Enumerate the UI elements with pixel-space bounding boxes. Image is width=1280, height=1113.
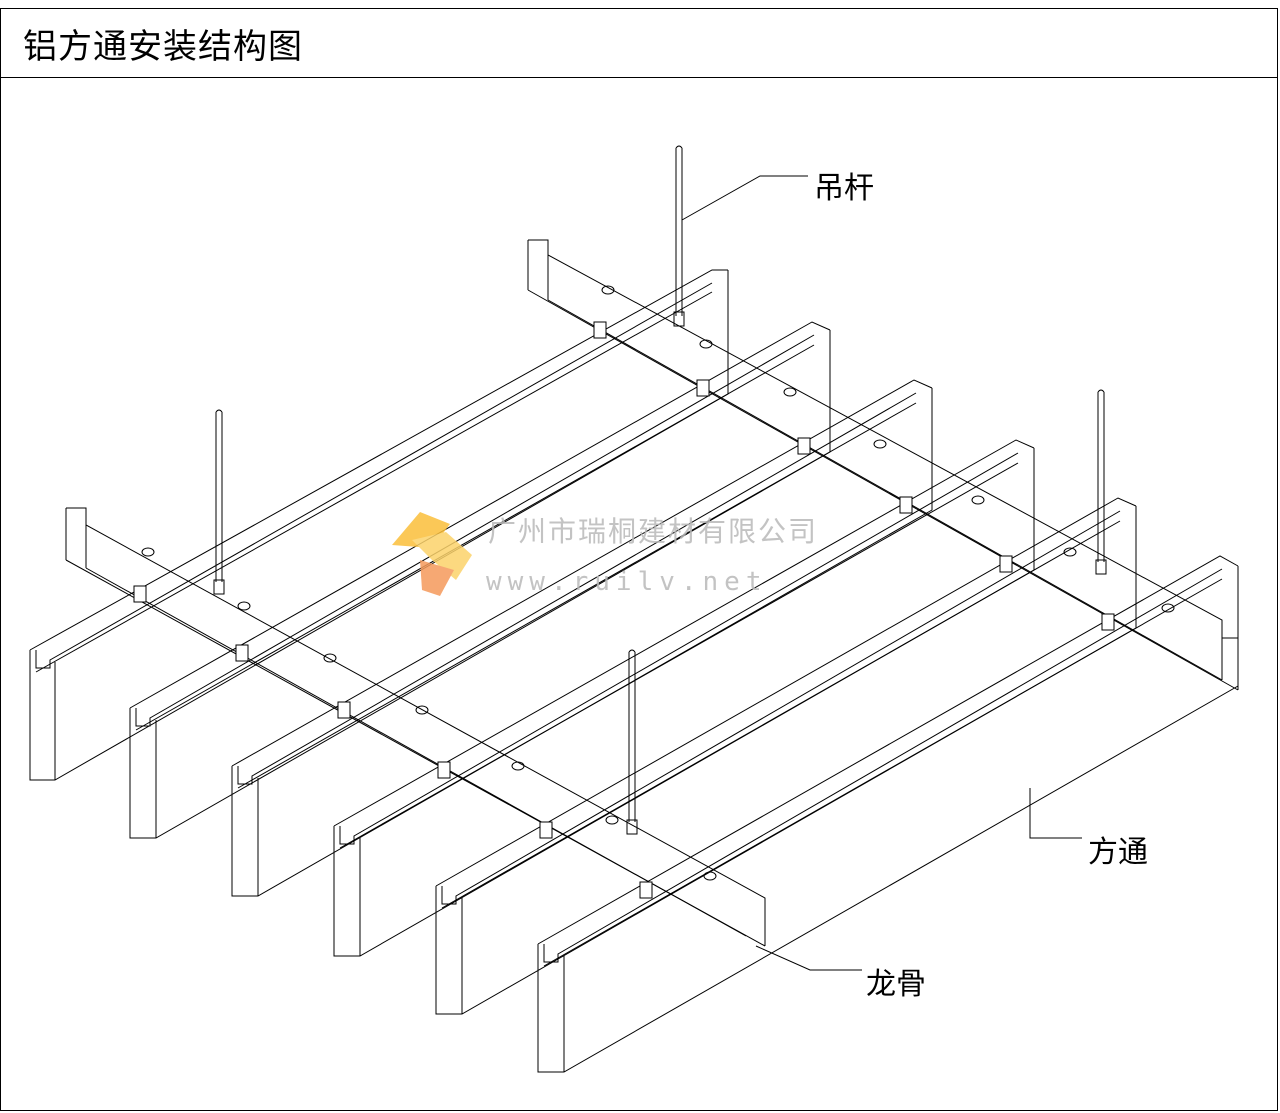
watermark-company: 广州市瑞桐建材有限公司 [488, 515, 818, 548]
tube-5 [435, 497, 1137, 1015]
tube-3 [231, 379, 933, 897]
keel-label: 龙骨 [866, 967, 926, 1002]
keel-back [527, 239, 1239, 691]
rod-leader [681, 175, 808, 221]
hanger-rod-1 [673, 145, 685, 327]
drawing-frame: 铝方通安装结构图 [0, 8, 1278, 1111]
tube-label: 方通 [1088, 835, 1148, 870]
tube-2 [129, 321, 831, 839]
rod-label: 吊杆 [814, 171, 874, 206]
square-tubes [29, 269, 1239, 1073]
keel-front-holes [141, 547, 717, 881]
keel-back-holes [601, 285, 1175, 613]
page-title: 铝方通安装结构图 [23, 27, 303, 67]
tube-leader [1029, 788, 1082, 839]
watermark-url: www.ruilv.net [486, 567, 768, 597]
hanger-rod-2 [213, 409, 225, 595]
tube-1 [29, 269, 729, 781]
hanger-rods [213, 145, 1107, 835]
title-bar: 铝方通安装结构图 [1, 9, 1277, 78]
tube-6 [537, 555, 1239, 1073]
hanger-rod-4 [626, 649, 638, 835]
bolts [133, 321, 1115, 899]
tube-4 [333, 439, 1035, 957]
watermark: 广州市瑞桐建材有限公司 www.ruilv.net [392, 512, 818, 597]
hanger-rod-3 [1095, 389, 1107, 575]
keel-leader [755, 945, 862, 971]
watermark-logo-icon [392, 512, 472, 596]
leader-lines [681, 175, 1082, 971]
